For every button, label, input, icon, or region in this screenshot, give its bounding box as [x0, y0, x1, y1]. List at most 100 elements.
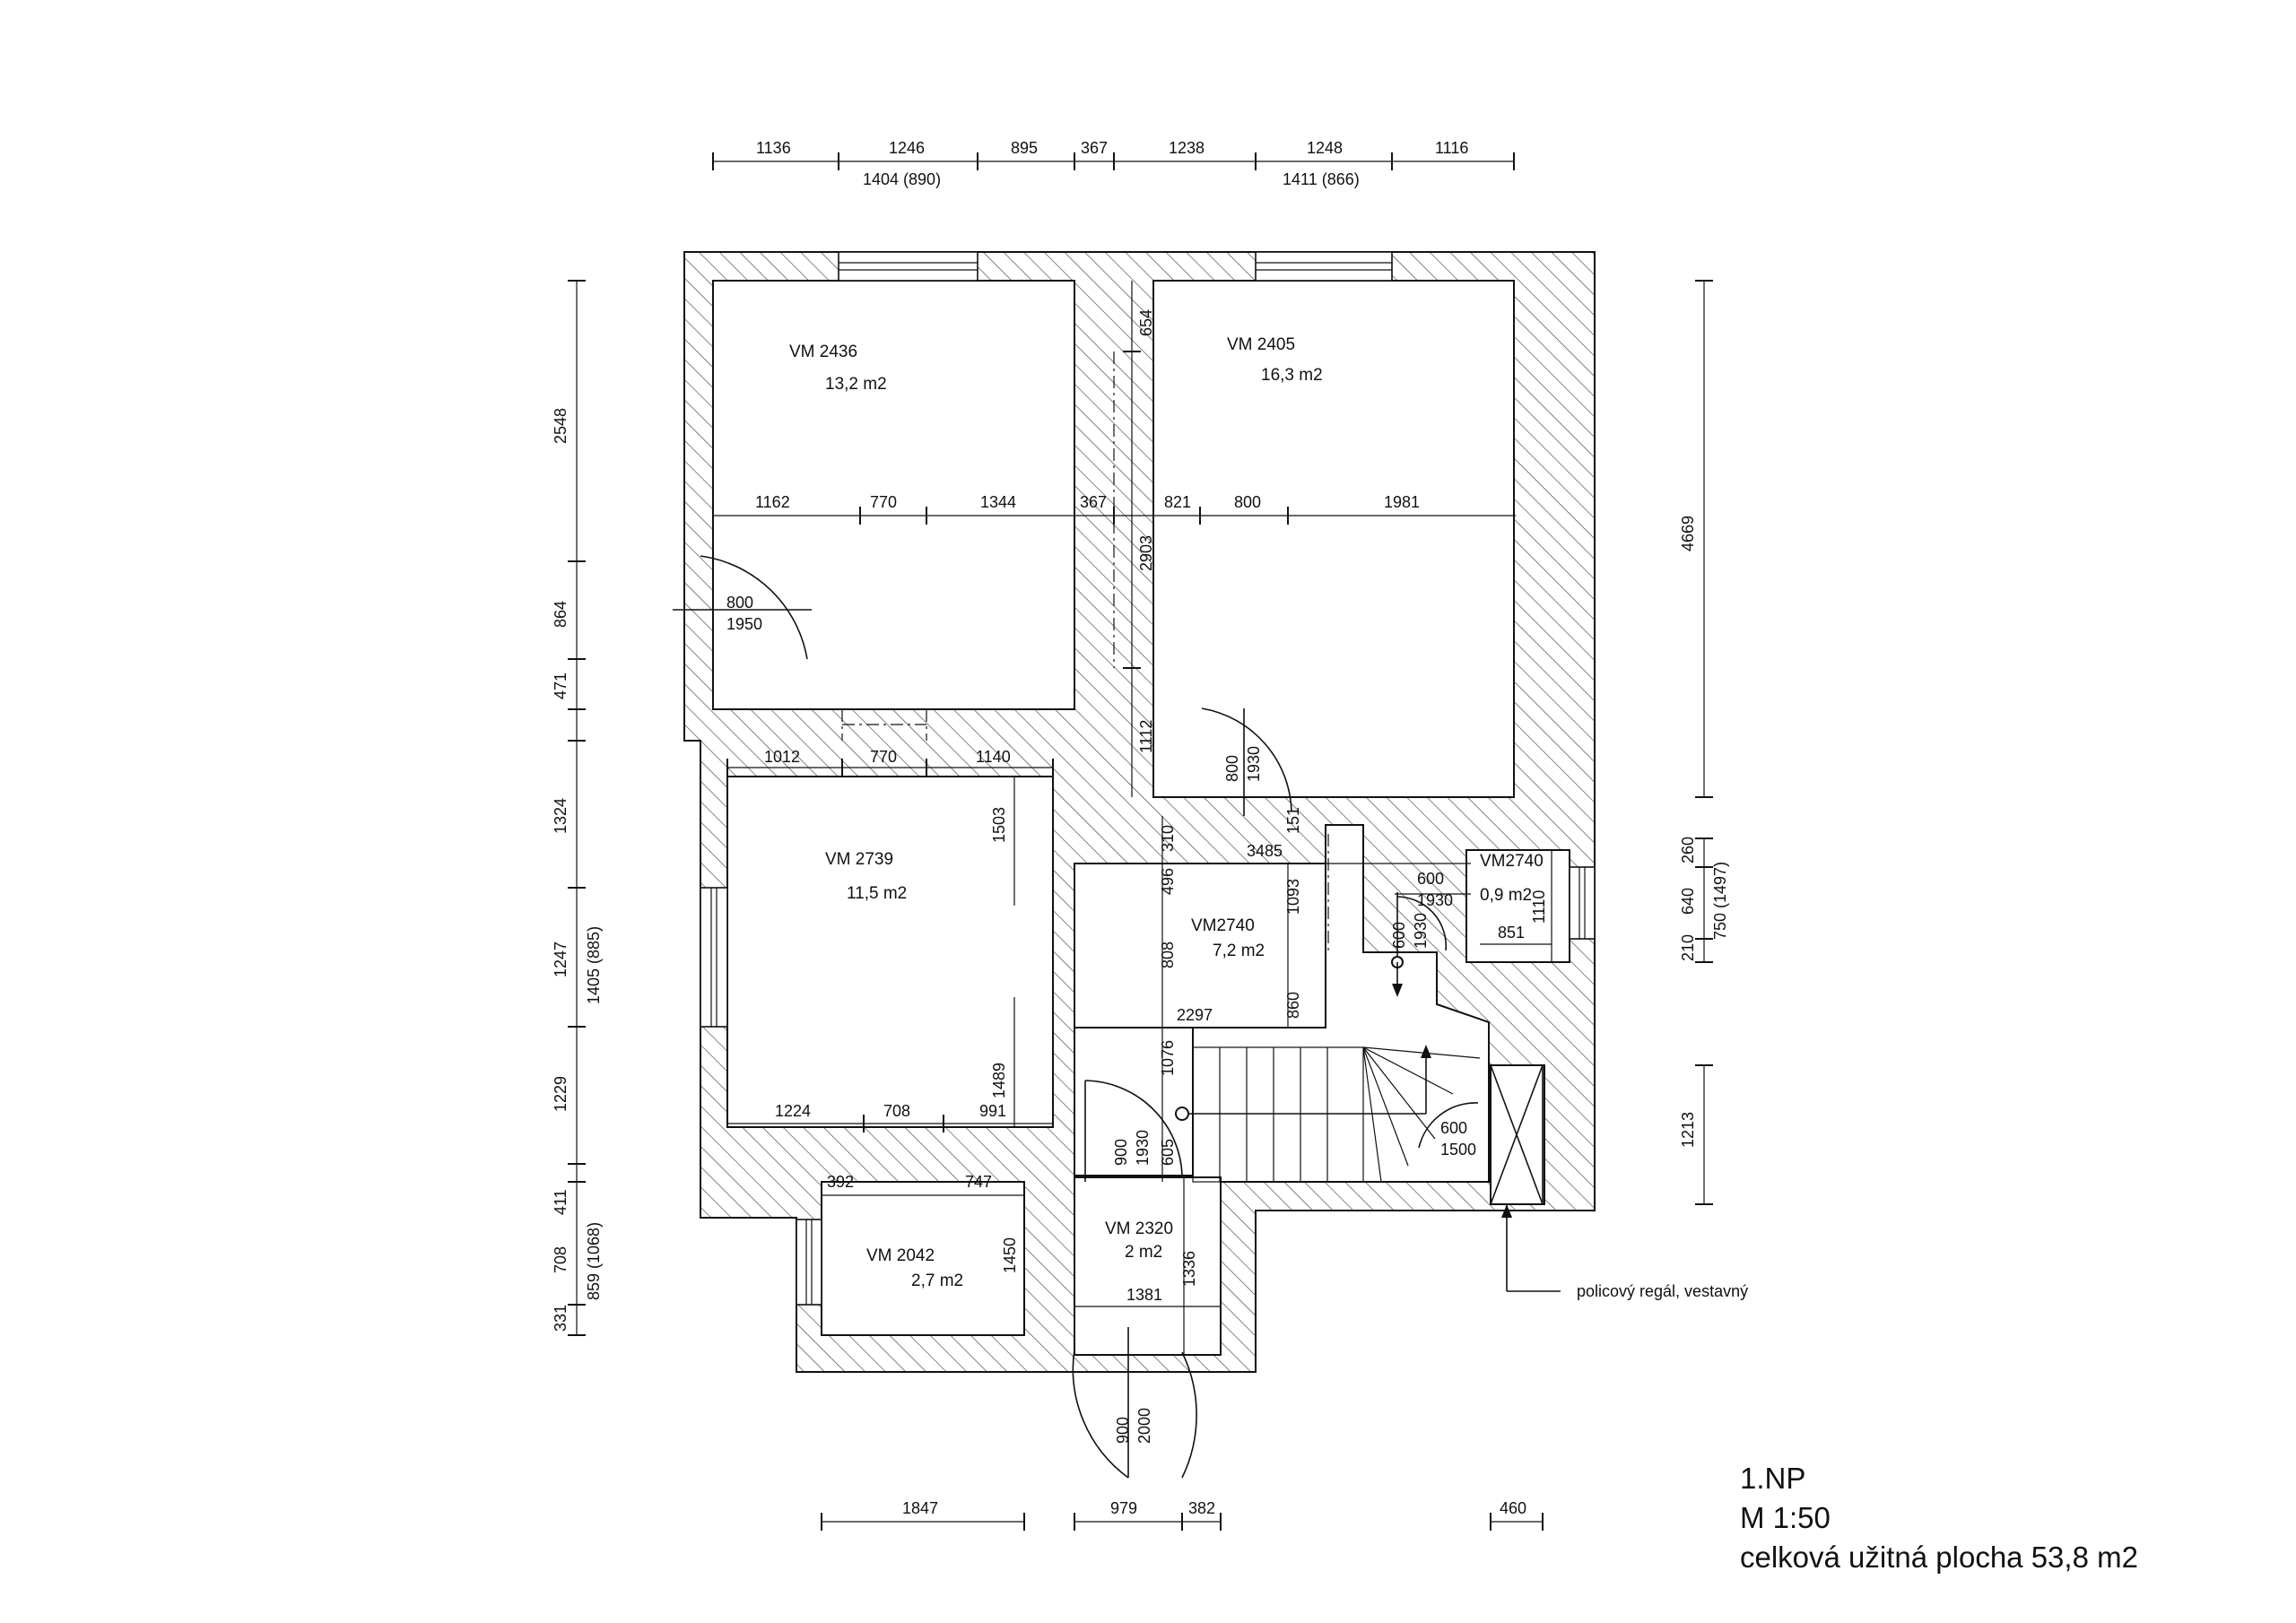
- shelf-note: policový regál, vestavný: [1577, 1282, 1748, 1300]
- dim-label: 331: [552, 1305, 570, 1332]
- dim-label: 1238: [1169, 139, 1205, 157]
- dim-label: 1404 (890): [863, 170, 941, 188]
- dim-label: 1162: [755, 493, 790, 511]
- dim-label: 367: [1081, 139, 1108, 157]
- windows: [700, 251, 1596, 1306]
- dim-label: 1847: [902, 1499, 938, 1517]
- dim-label: 2297: [1177, 1006, 1213, 1024]
- dim-label: 800: [1234, 493, 1261, 511]
- dim-label: 821: [1164, 493, 1191, 511]
- room-labels: VM 2436 13,2 m2 VM 2405 16,3 m2 VM 2739 …: [789, 335, 1544, 1290]
- exterior-dimension-lines: [568, 152, 1713, 1531]
- dim-label: 367: [1080, 493, 1107, 511]
- dim-label: 4669: [1679, 516, 1697, 551]
- room-code: VM2740: [1480, 852, 1544, 871]
- room-code: VM 2042: [866, 1246, 935, 1265]
- room-area: 7,2 m2: [1213, 942, 1265, 960]
- dim-label: 1489: [990, 1063, 1008, 1098]
- dim-label: 770: [870, 748, 897, 766]
- room-area: 13,2 m2: [825, 375, 887, 394]
- dim-label: 496: [1159, 868, 1177, 895]
- dim-label: 411: [552, 1189, 570, 1215]
- dim-label: 1136: [756, 139, 791, 157]
- dim-label: 654: [1137, 309, 1155, 336]
- shelf-unit: [1490, 1064, 1561, 1292]
- door-height: 1930: [1245, 746, 1263, 782]
- exterior-dimension-texts: 1136 1246 895 367 1238 1248 1116 1404 (8…: [552, 139, 1729, 1517]
- room-code: VM 2739: [825, 850, 893, 869]
- dim-label: 708: [552, 1246, 570, 1273]
- interior-dimension-lines: [712, 281, 1552, 1355]
- title-block: 1.NP M 1:50 celková užitná plocha 53,8 m…: [1740, 1462, 2138, 1574]
- dim-label: 770: [870, 493, 897, 511]
- door-height: 1930: [1412, 913, 1430, 949]
- dim-label: 1116: [1435, 139, 1468, 157]
- openings: [841, 352, 1364, 997]
- dim-label: 895: [1011, 139, 1038, 157]
- dim-label: 260: [1679, 837, 1697, 864]
- dim-label: 2548: [552, 408, 570, 444]
- door-height: 2000: [1135, 1408, 1153, 1444]
- door-labels: 800 1950 800 1930 600 1930 600 1930 900 …: [726, 594, 1476, 1444]
- dim-label: 1012: [764, 748, 800, 766]
- dim-label: 851: [1498, 924, 1525, 942]
- door-height: 1950: [726, 615, 762, 633]
- dim-label: 1248: [1307, 139, 1343, 157]
- dim-label: 151: [1284, 807, 1302, 834]
- room-area: 11,5 m2: [847, 884, 907, 903]
- dim-label: 1229: [552, 1076, 570, 1112]
- staircase: [1175, 1045, 1481, 1183]
- room-code: VM 2320: [1105, 1219, 1173, 1238]
- room-code: VM 2436: [789, 343, 857, 361]
- door-width: 900: [1112, 1139, 1130, 1166]
- dim-label: 808: [1159, 942, 1177, 968]
- room-area: 16,3 m2: [1261, 366, 1323, 385]
- door-width: 600: [1440, 1119, 1467, 1137]
- dim-label: 1381: [1126, 1286, 1162, 1304]
- dim-label: 979: [1110, 1499, 1137, 1517]
- dim-label: 1344: [980, 493, 1016, 511]
- room-area: 2,7 m2: [911, 1271, 963, 1290]
- door-width: 900: [1114, 1417, 1132, 1444]
- dim-label: 747: [965, 1173, 992, 1191]
- doors: [673, 555, 1479, 1479]
- floor-label: 1.NP: [1740, 1462, 1805, 1495]
- door-height: 1930: [1417, 891, 1453, 909]
- dim-label: 1093: [1284, 879, 1302, 915]
- dim-label: 2903: [1137, 535, 1155, 571]
- dim-label: 640: [1679, 888, 1697, 915]
- door-width: 800: [1223, 755, 1241, 782]
- interior-dimension-texts: 1162 770 1344 367 821 800 1981 654 2903 …: [755, 309, 1548, 1304]
- dim-label: 1450: [1001, 1237, 1019, 1273]
- dim-label: 1076: [1159, 1040, 1177, 1076]
- dim-label: 605: [1159, 1139, 1177, 1166]
- dim-label: 1411 (866): [1283, 170, 1360, 188]
- room-area: 0,9 m2: [1480, 886, 1532, 905]
- room-area: 2 m2: [1125, 1243, 1162, 1262]
- dim-label: 1112: [1137, 720, 1155, 753]
- dim-label: 1336: [1180, 1251, 1198, 1287]
- door-height: 1500: [1440, 1141, 1476, 1159]
- dim-label: 750 (1497): [1711, 862, 1729, 940]
- dim-label: 382: [1188, 1499, 1215, 1517]
- dim-label: 1224: [775, 1102, 811, 1120]
- dim-label: 210: [1679, 934, 1697, 961]
- door-width: 600: [1417, 870, 1444, 888]
- dim-label: 1140: [976, 748, 1011, 766]
- room-code: VM2740: [1191, 916, 1255, 935]
- dim-label: 1247: [552, 942, 570, 977]
- door-height: 1930: [1134, 1130, 1152, 1166]
- dim-label: 1503: [990, 807, 1008, 843]
- dim-label: 1110: [1530, 890, 1548, 924]
- dim-label: 860: [1284, 992, 1302, 1019]
- dim-label: 1405 (885): [585, 926, 603, 1004]
- dim-label: 864: [552, 601, 570, 628]
- door-width: 800: [726, 594, 753, 612]
- dim-label: 1213: [1679, 1112, 1697, 1148]
- dim-label: 708: [883, 1102, 910, 1120]
- room-code: VM 2405: [1227, 335, 1295, 354]
- dim-label: 310: [1159, 825, 1177, 852]
- dim-label: 859 (1068): [585, 1222, 603, 1300]
- door-width: 600: [1390, 922, 1408, 949]
